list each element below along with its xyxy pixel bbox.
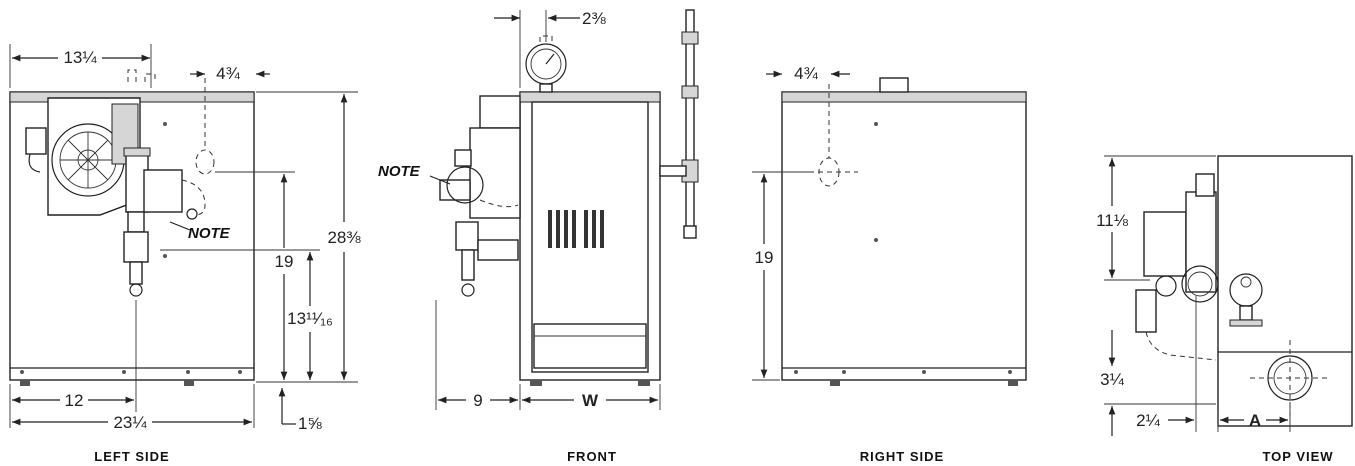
left-foot <box>20 380 30 386</box>
right-flue-stub <box>879 77 909 93</box>
dim-top-depth-a: 11⅛ <box>1096 211 1129 230</box>
top-view: 11⅛ 3¼ 2¼ A TOP VIEW <box>1096 155 1353 464</box>
dim-top-side: 2¼ <box>1136 411 1160 430</box>
note-left: NOTE <box>188 225 231 242</box>
right-side-view: 4¾ 19 RIGHT SIDE <box>752 64 1027 464</box>
dim-top-depth-b: 3¼ <box>1100 370 1124 389</box>
dim-top-a: A <box>1249 411 1261 430</box>
control-box <box>25 127 47 155</box>
dim-front-gauge-offset: 2⅜ <box>582 9 606 28</box>
front-piping <box>659 9 699 239</box>
dim-left-depth: 23¼ <box>113 413 147 432</box>
caption-front: FRONT <box>567 449 617 464</box>
dim-left-top-offset: 4¾ <box>216 64 240 83</box>
dim-left-bottom-half: 12 <box>65 391 84 410</box>
top-cabinet <box>1217 155 1353 427</box>
dim-right-top-offset: 4¾ <box>794 64 818 83</box>
gas-valve-assembly <box>123 147 206 297</box>
caption-top-view: TOP VIEW <box>1262 449 1333 464</box>
left-side-view: 13¼ 4¾ 28⅜ 19 13¹¹⁄₁₆ 12 23¼ 1⅝ NOTE LEF <box>9 44 361 464</box>
gas-valve <box>143 169 183 213</box>
burner-assembly <box>25 97 141 216</box>
note-front: NOTE <box>378 163 421 180</box>
dim-left-base: 1⅝ <box>298 414 322 433</box>
front-view: 2⅜ 9 W NOTE FRONT <box>378 9 699 464</box>
caption-left-side: LEFT SIDE <box>94 449 169 464</box>
caption-right-side: RIGHT SIDE <box>860 449 944 464</box>
dim-front-width: W <box>582 391 599 410</box>
front-burner <box>439 95 521 297</box>
left-foot <box>184 380 194 386</box>
dim-right-height-inlet: 19 <box>755 248 774 267</box>
front-louvers <box>548 210 604 248</box>
right-cabinet <box>781 91 1027 381</box>
dim-left-top-width: 13¼ <box>63 48 97 67</box>
top-burner-parts <box>1135 173 1263 361</box>
dim-front-left-offset: 9 <box>473 391 482 410</box>
dim-left-height-inlet: 19 <box>275 252 294 271</box>
dim-left-height-total: 28⅜ <box>327 228 361 247</box>
dim-left-height-gas: 13¹¹⁄₁₆ <box>287 309 333 328</box>
